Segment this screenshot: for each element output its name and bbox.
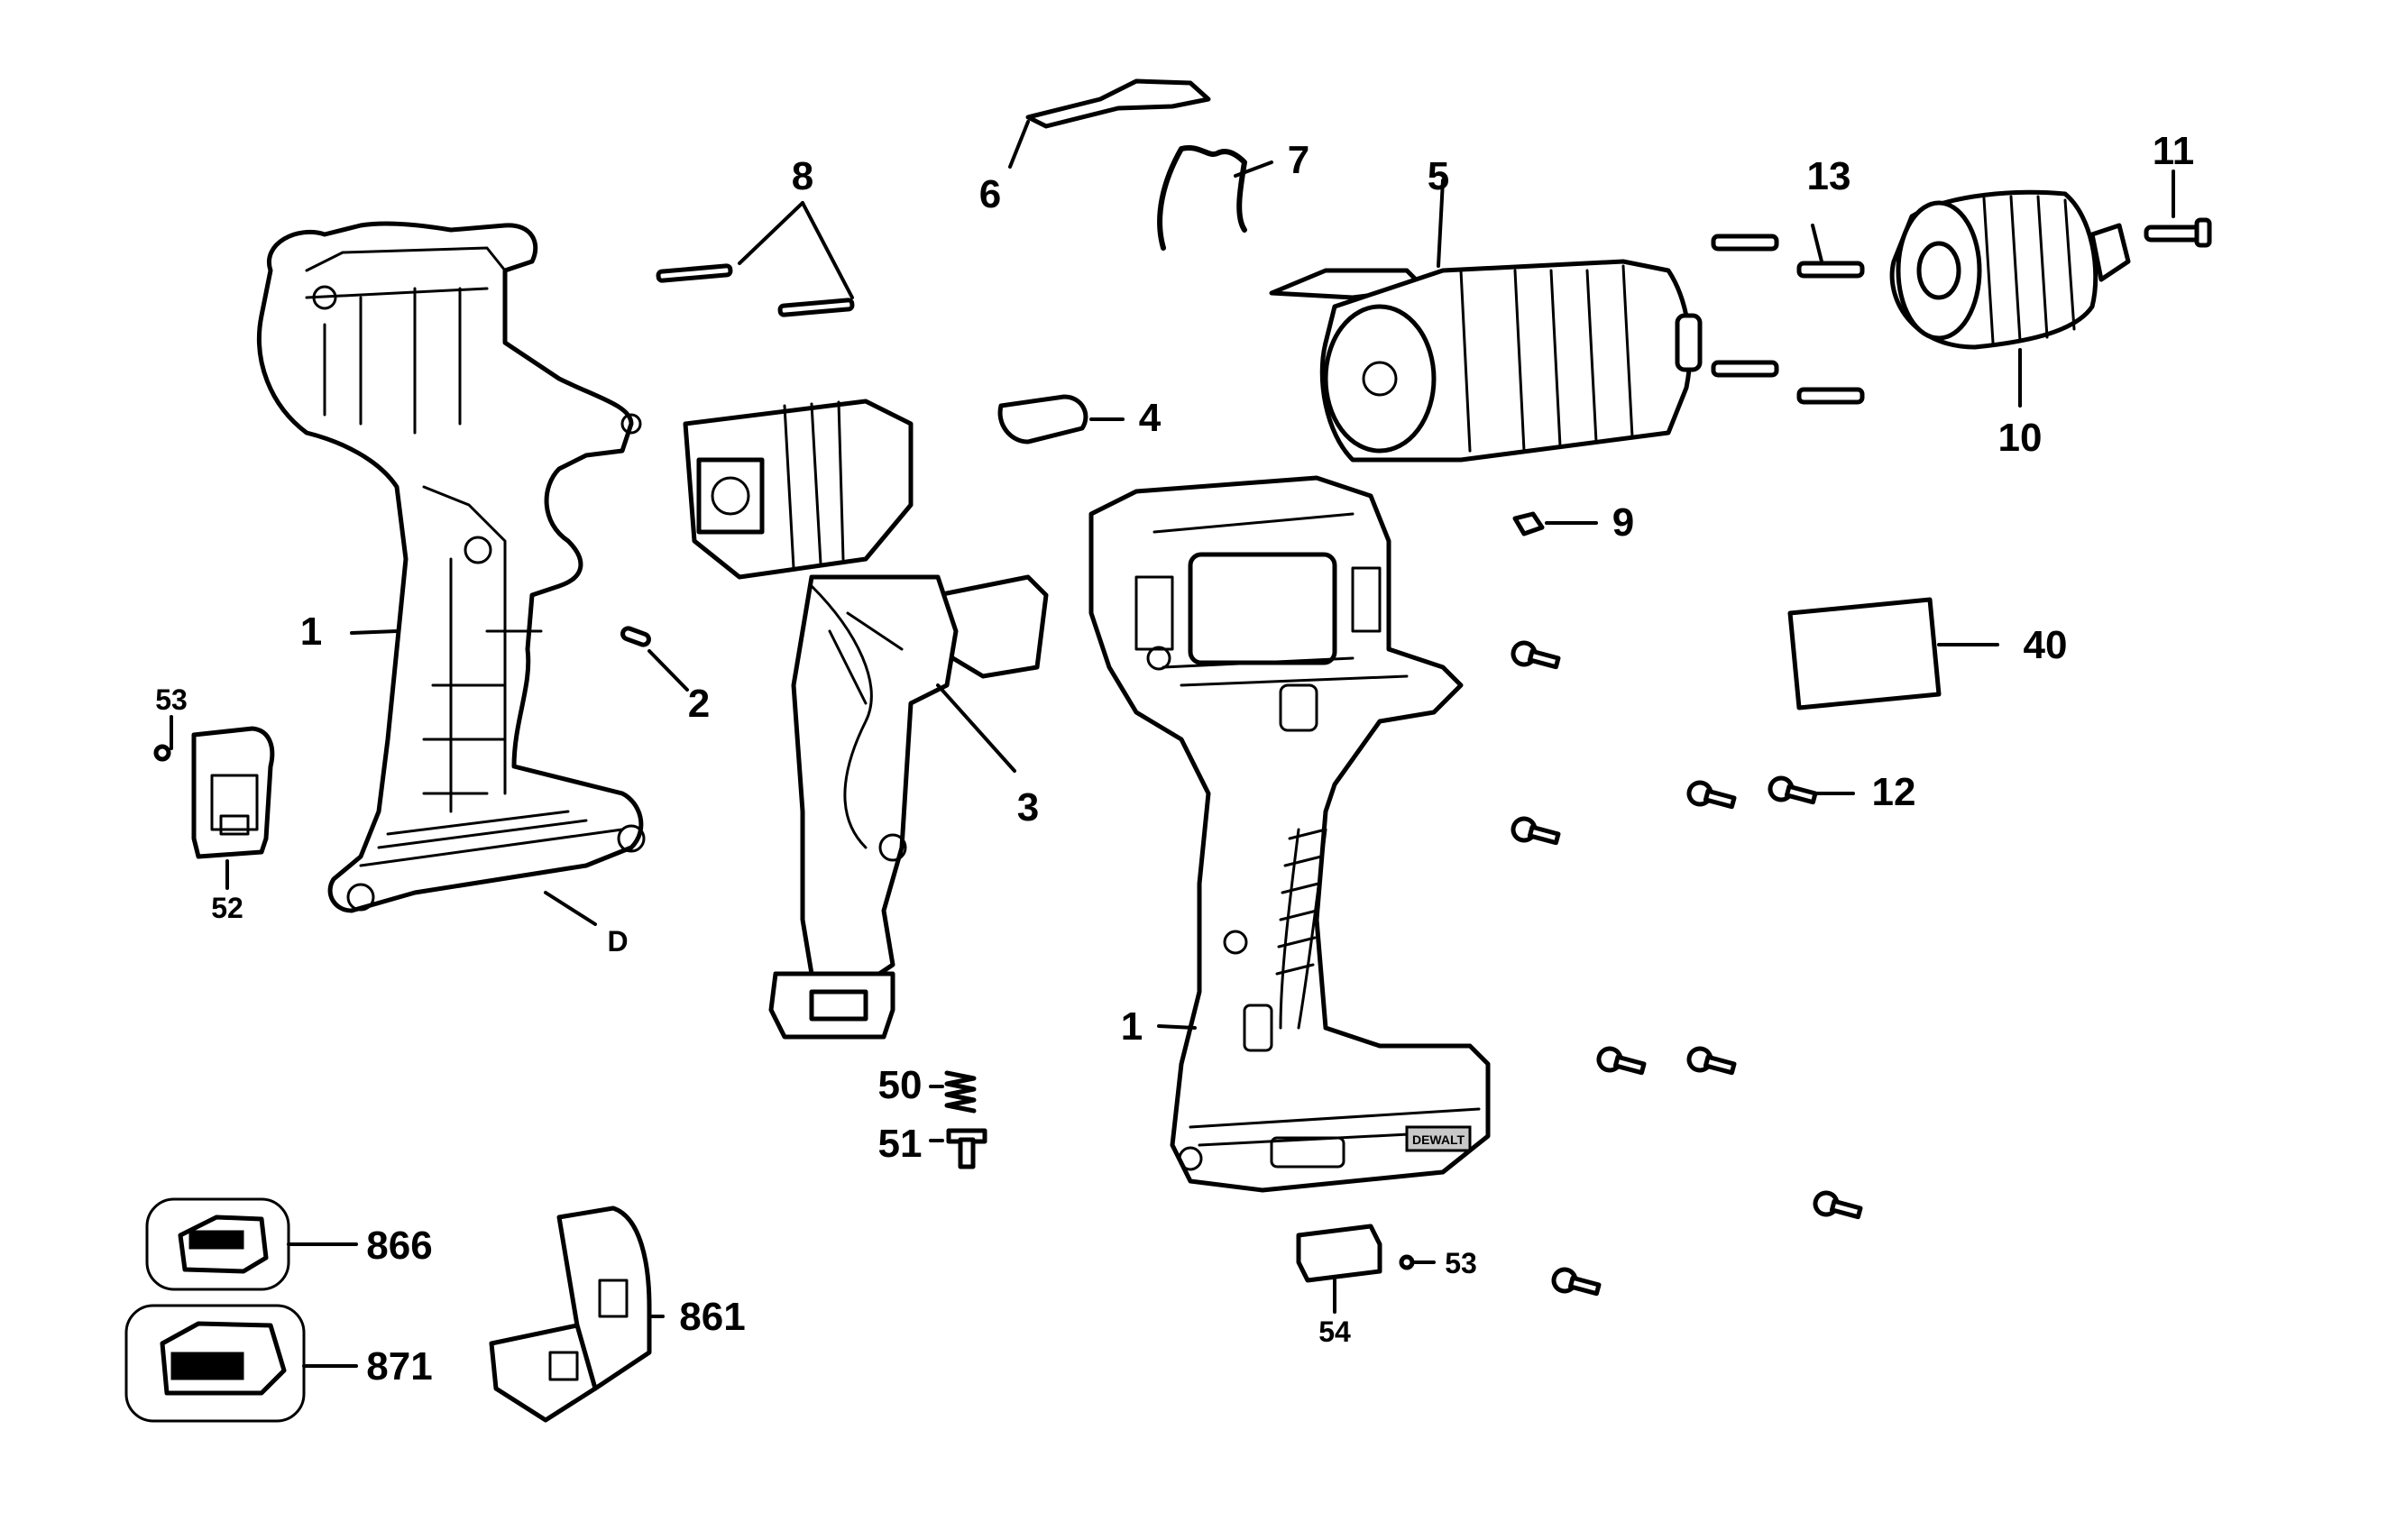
callout-53-left: 53 xyxy=(155,683,188,716)
callout-10: 10 xyxy=(1998,416,2043,460)
screws-part-12 xyxy=(1511,640,1863,1297)
clip-part-6 xyxy=(1025,78,1211,129)
callout-12: 12 xyxy=(1872,770,1916,814)
callout-3: 3 xyxy=(1017,785,1039,830)
callout-871: 871 xyxy=(366,1344,432,1389)
label-part-40 xyxy=(1787,597,1942,710)
callout-1-left: 1 xyxy=(300,610,322,654)
callout-53-right: 53 xyxy=(1445,1247,1477,1279)
belt-clip-part-52 xyxy=(191,726,275,859)
screw-part-53-left xyxy=(153,744,171,762)
screws-part-13 xyxy=(1711,234,1865,405)
battery-box-866 xyxy=(145,1197,290,1291)
callout-861: 861 xyxy=(679,1295,745,1339)
pins-part-8 xyxy=(656,263,855,317)
slider-part-4 xyxy=(997,394,1088,445)
housing-badge-text: DEWALT xyxy=(1412,1132,1465,1147)
chuck-part-10 xyxy=(1889,189,2131,350)
callout-866: 866 xyxy=(366,1224,432,1268)
nut-part-9 xyxy=(1512,511,1545,536)
pin-part-2 xyxy=(620,626,651,647)
callout-50: 50 xyxy=(878,1063,923,1107)
callout-5: 5 xyxy=(1428,154,1449,198)
callout-4: 4 xyxy=(1139,396,1162,440)
callout-54: 54 xyxy=(1318,1315,1351,1348)
screw-part-53-right xyxy=(1399,1254,1415,1270)
callout-40: 40 xyxy=(2024,623,2068,667)
callout-2: 2 xyxy=(688,682,710,726)
bit-holder-part-54 xyxy=(1296,1224,1382,1283)
callout-13: 13 xyxy=(1807,154,1851,198)
callout-6: 6 xyxy=(979,172,1001,216)
spring-part-50 xyxy=(944,1070,977,1114)
case-861 xyxy=(489,1205,652,1423)
left-housing-half xyxy=(256,221,646,913)
spring-wire-part-7 xyxy=(1157,144,1247,251)
pin-part-51 xyxy=(946,1128,987,1169)
motor-switch-assembly xyxy=(683,399,1049,1040)
callout-8: 8 xyxy=(792,154,813,198)
callout-51: 51 xyxy=(878,1122,923,1166)
callout-D: D xyxy=(607,925,628,958)
leader-lines xyxy=(170,120,2175,1368)
transmission-part-5 xyxy=(1269,259,1703,463)
charger-box-871 xyxy=(124,1304,306,1423)
chuck-screw-part-11 xyxy=(2144,217,2212,248)
callout-11: 11 xyxy=(2153,129,2195,173)
right-housing-half: DEWALT xyxy=(1088,475,1491,1193)
callout-1-right: 1 xyxy=(1121,1004,1143,1049)
callout-52: 52 xyxy=(211,892,243,924)
callout-9: 9 xyxy=(1612,500,1634,545)
callout-7: 7 xyxy=(1288,138,1309,182)
